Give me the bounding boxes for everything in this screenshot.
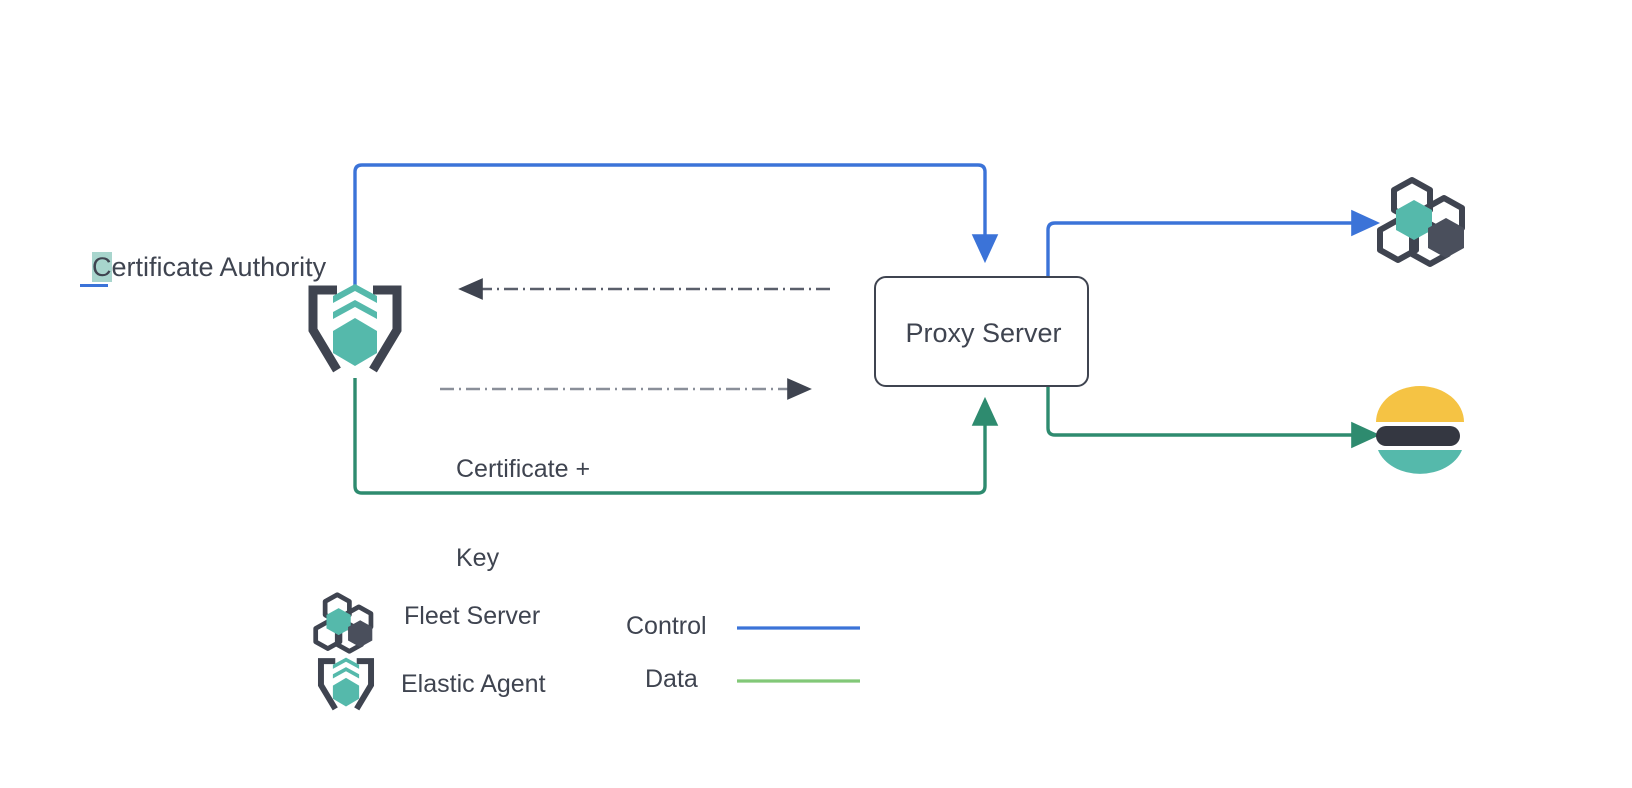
certificate-authority-label: Certificate Authority xyxy=(92,252,326,284)
ca-label-rest: ertificate Authority xyxy=(111,252,327,282)
certificate-key-line1: Certificate + xyxy=(456,455,591,483)
data-edge-agent-to-proxy xyxy=(353,378,999,495)
data-edge-proxy-to-elasticsearch xyxy=(1046,385,1381,449)
ca-label-cursor xyxy=(80,284,108,287)
proxy-server-node[interactable]: Proxy Server xyxy=(874,276,1089,387)
legend-elastic-agent-icon xyxy=(315,655,377,715)
legend-fleet-server-icon xyxy=(310,592,378,654)
ca-label-highlight: C xyxy=(92,252,112,282)
legend-fleet-server-label: Fleet Server xyxy=(404,602,541,630)
certificate-key-label: Certificate + Key xyxy=(456,396,590,632)
control-edge-proxy-to-fleet xyxy=(1046,209,1381,280)
certificate-key-line2: Key xyxy=(456,543,500,572)
legend-data-label: Data xyxy=(645,665,698,693)
proxy-server-label: Proxy Server xyxy=(905,318,1062,348)
legend-elastic-agent-label: Elastic Agent xyxy=(401,670,546,698)
legend-control-label: Control xyxy=(626,612,707,640)
elasticsearch-node-icon xyxy=(1372,386,1468,480)
elastic-agent-node-icon xyxy=(303,280,407,380)
control-edge-agent-to-proxy xyxy=(353,163,999,288)
fleet-server-node-icon xyxy=(1374,176,1470,268)
